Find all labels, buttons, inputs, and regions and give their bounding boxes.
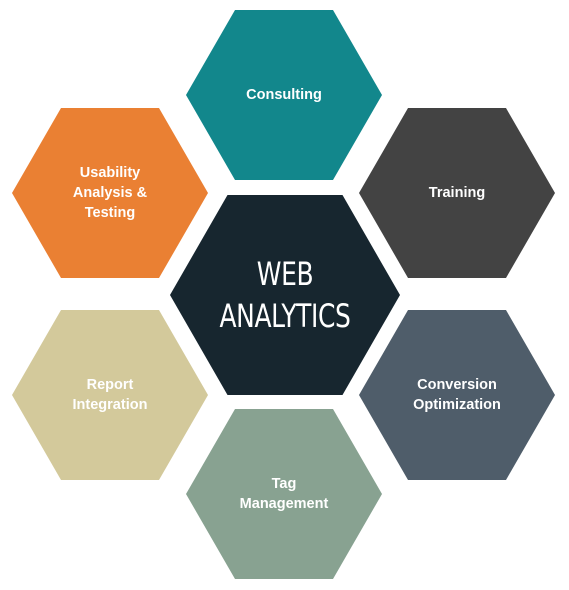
hexagon-label-report-integration: Report Integration xyxy=(72,377,148,413)
hexagon-web-analytics: WEB ANALYTICS xyxy=(170,195,400,395)
hexagon-label-conversion-optimization: Conversion Optimization xyxy=(413,377,501,413)
hexagon-usability-analysis-testing: Usability Analysis & Testing xyxy=(12,108,208,278)
hexagon-consulting: Consulting xyxy=(186,10,382,180)
hexagon-report-integration: Report Integration xyxy=(12,310,208,480)
hexagon-label-usability-analysis-testing: Usability Analysis & Testing xyxy=(72,165,148,221)
hexagon-label-tag-management: Tag Management xyxy=(239,476,329,512)
hexagon-training: Training xyxy=(359,108,555,278)
center-title: WEB ANALYTICS xyxy=(219,254,351,335)
hexagon-conversion-optimization: Conversion Optimization xyxy=(359,310,555,480)
hexagon-tag-management: Tag Management xyxy=(186,409,382,579)
hexagon-label-training: Training xyxy=(428,185,486,201)
hexagon-label-consulting: Consulting xyxy=(246,87,322,103)
